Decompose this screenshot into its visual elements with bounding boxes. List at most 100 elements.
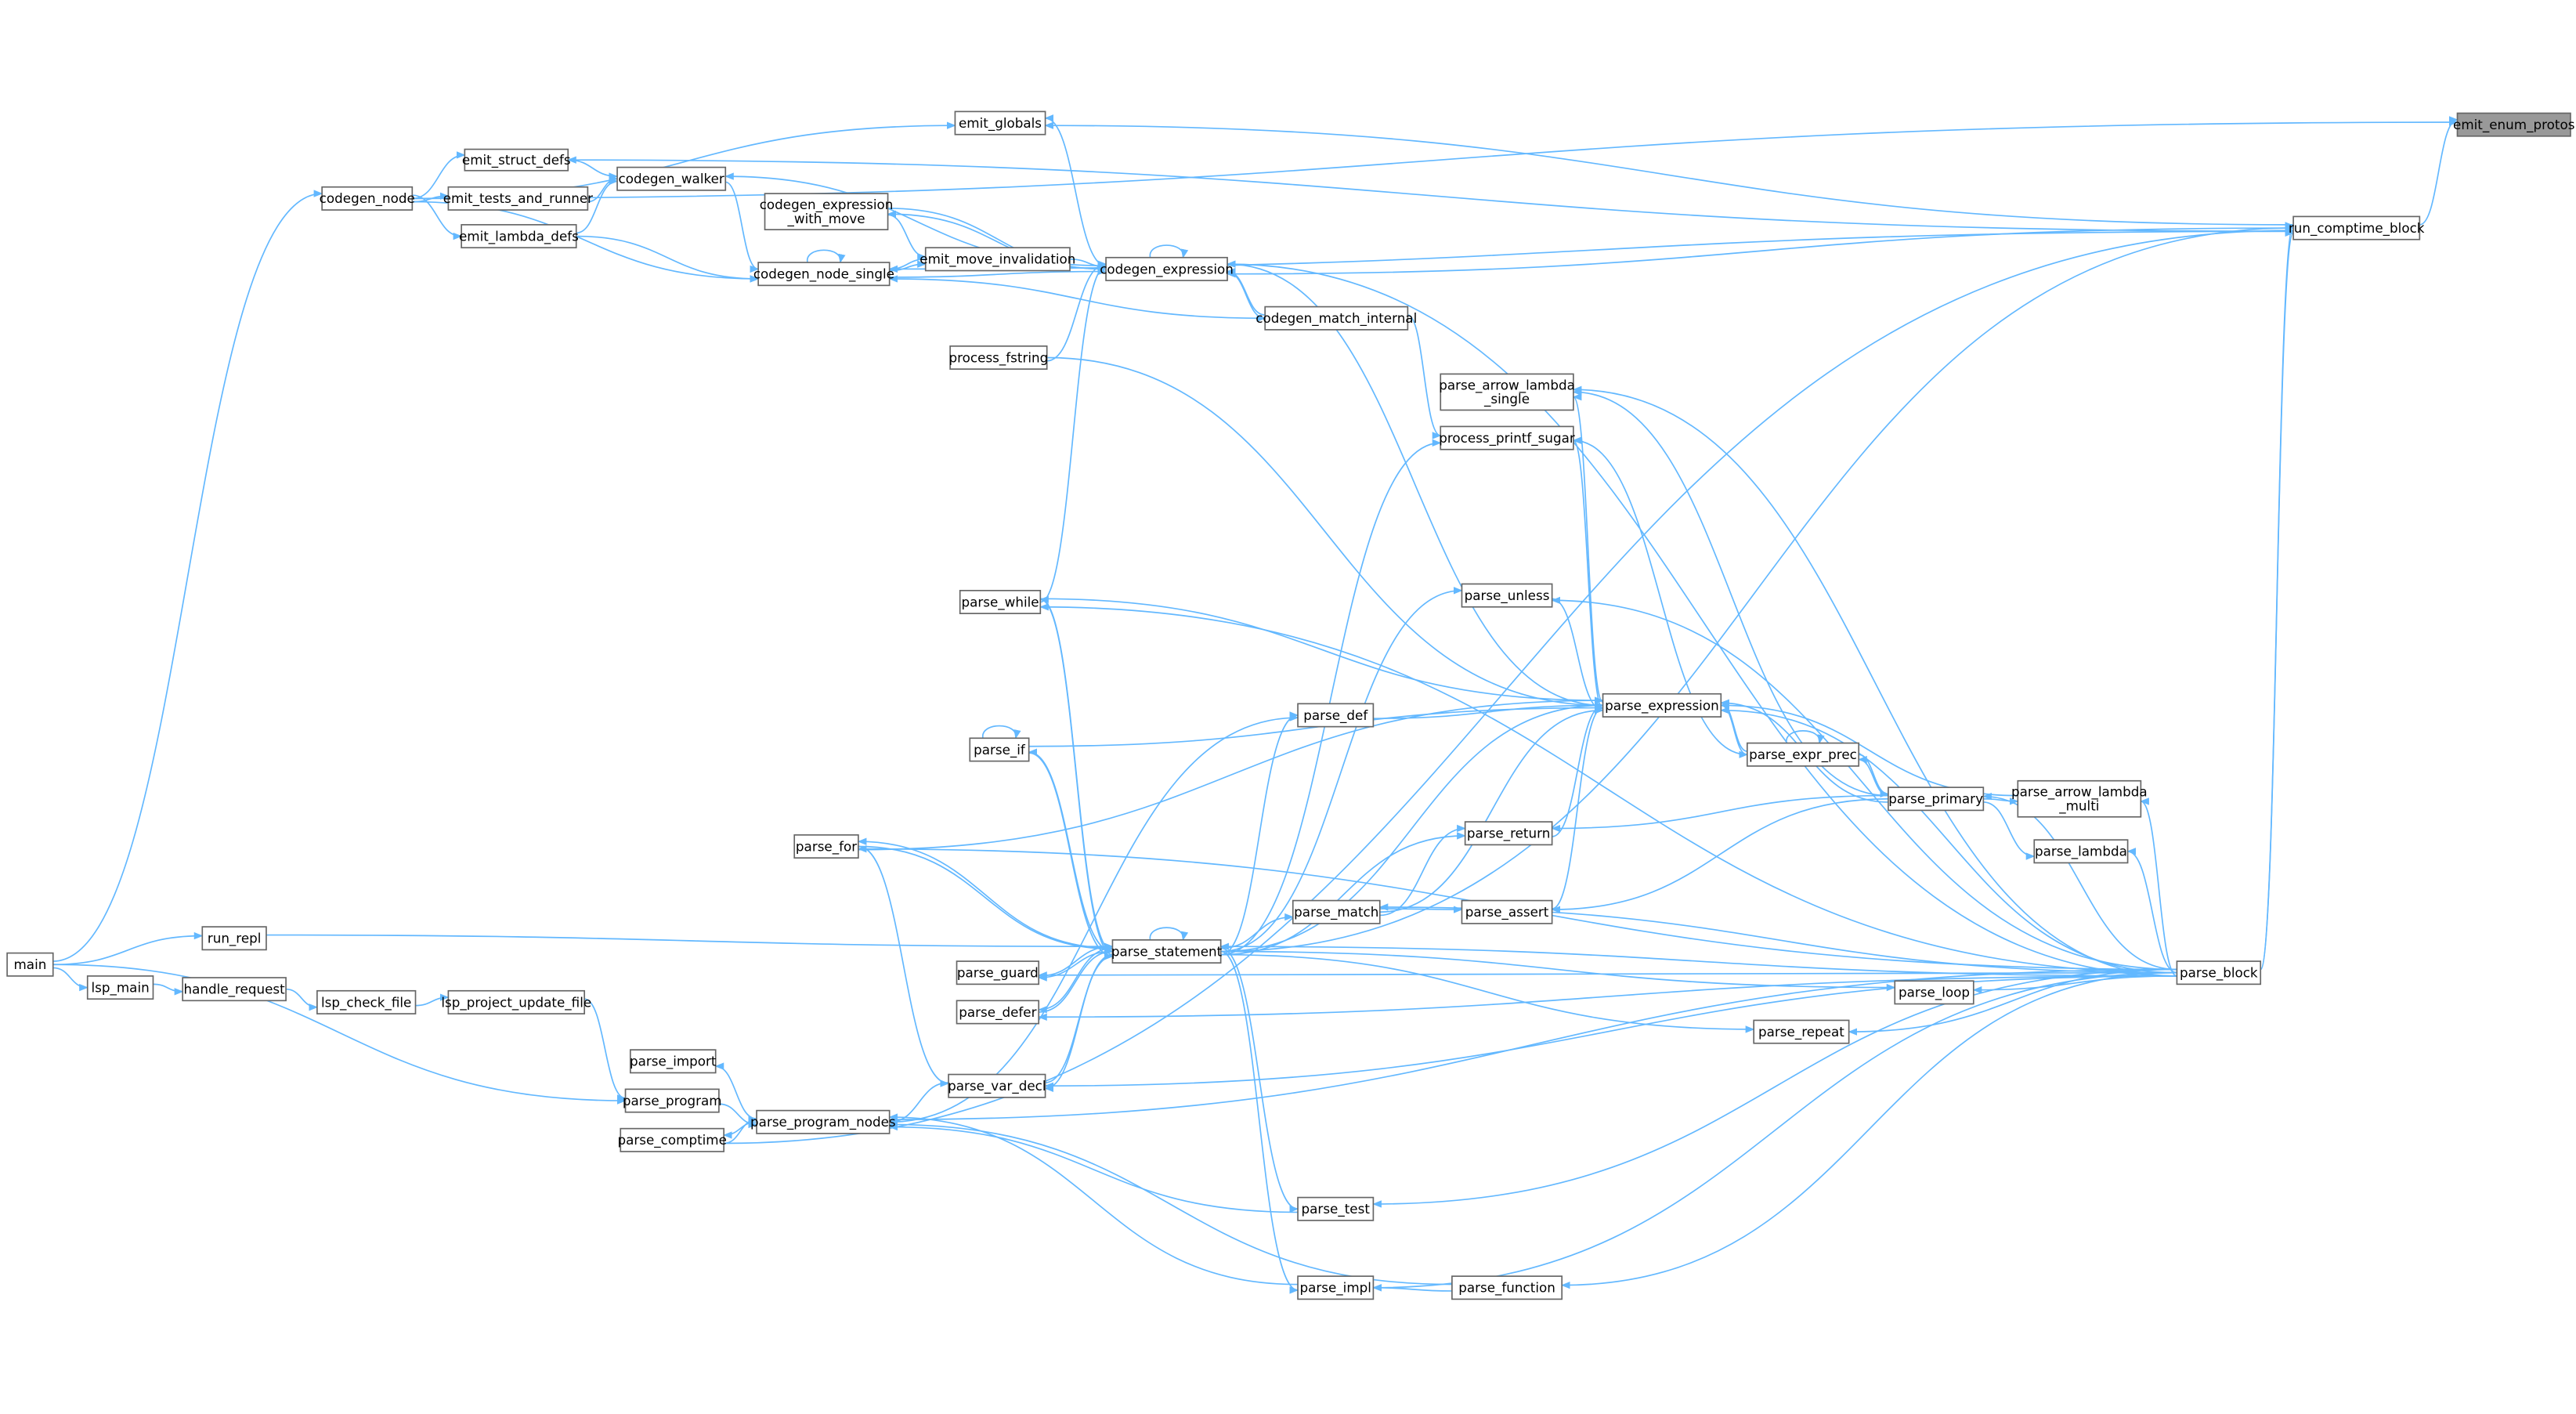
node-parse-impl[interactable]: parse_impl [1297,1275,1375,1300]
edge-lsp_project_update_file-to-parse_program [583,998,627,1102]
node-run-comptime-block[interactable]: run_comptime_block [2289,215,2425,240]
node-box [2292,215,2421,240]
node-parse-match[interactable]: parse_match [1292,899,1381,924]
node-parse-primary[interactable]: parse_primary [1888,787,1985,812]
node-label: codegen_walker [619,171,724,187]
edge-parse_expr_prec-to-process_printf_sugar [1572,436,1747,756]
edge-handle_request-to-lsp_check_file [286,988,319,1011]
edge-run_repl-to-parse_statement [266,934,1114,950]
edge-parse_statement-to-parse_test [1220,947,1299,1213]
node-box [959,589,1042,614]
node-emit-lambda-defs[interactable]: emit_lambda_defs [459,224,579,249]
node-box [316,989,417,1014]
edge-run_comptime_block-to-emit_struct_defs [567,156,2294,233]
node-parse-comptime[interactable]: parse_comptime [617,1127,727,1152]
node-codegen-expression-with-move[interactable]: codegen_expression_with_move [760,193,894,230]
node-parse-lambda[interactable]: parse_lambda [2033,839,2129,864]
node-lsp-main[interactable]: lsp_main [86,975,154,1000]
node-parse-return[interactable]: parse_return [1464,821,1553,846]
node-box [464,148,569,172]
node-parse-if[interactable]: parse_if [969,737,1030,762]
node-run-repl[interactable]: run_repl [201,926,267,951]
node-parse-arrow-lambda-multi[interactable]: parse_arrow_lambda_multi [2011,779,2148,818]
edge-parse_statement-to-parse_statement [1149,927,1189,941]
node-parse-expr-prec[interactable]: parse_expr_prec [1746,742,1860,767]
node-parse-block[interactable]: parse_block [2176,960,2262,985]
node-parse-arrow-lambda-single[interactable]: parse_arrow_lambda_single [1439,373,1575,411]
edge-parse_block-to-parse_defer [1038,975,2177,1021]
node-label: emit_tests_and_runner [443,190,593,207]
node-parse-statement[interactable]: parse_statement [1111,939,1223,964]
node-label: parse_loop [1899,985,1970,1001]
node-parse-for[interactable]: parse_for [793,834,859,859]
edge-codegen_expression_with_move-to-emit_move_invalidation [887,214,927,261]
node-label: run_repl [208,931,262,947]
node-label: codegen_expression [760,197,894,213]
node-box [461,224,577,249]
edge-parse_match-to-parse_return [1379,824,1466,917]
node-emit-move-invalidation[interactable]: emit_move_invalidation [919,247,1075,272]
node-parse-repeat[interactable]: parse_repeat [1753,1019,1850,1044]
node-emit-enum-protos[interactable]: emit_enum_protos [2453,112,2574,137]
node-parse-expression[interactable]: parse_expression [1602,693,1722,718]
edge-parse_block-to-parse_while [1039,603,2177,974]
edge-parse_unless-to-parse_expression [1552,598,1604,714]
node-codegen-match-internal[interactable]: codegen_match_internal [1255,306,1417,331]
edge-parse_statement-to-parse_impl [1220,950,1299,1294]
edge-codegen_match_internal-to-process_printf_sugar [1407,314,1442,439]
node-parse-test[interactable]: parse_test [1297,1196,1375,1221]
edge-parse_test-to-parse_program_nodes [888,1123,1299,1213]
node-box [86,975,154,1000]
node-lsp-check-file[interactable]: lsp_check_file [316,989,417,1014]
edge-main-to-lsp_main [52,967,89,992]
node-label: run_comptime_block [2289,220,2425,237]
node-box [1111,939,1222,964]
node-codegen-node-single[interactable]: codegen_node_single [753,262,894,287]
node-codegen-walker[interactable]: codegen_walker [616,166,727,191]
node-parse-var-decl[interactable]: parse_var_decl [948,1073,1046,1098]
node-label: _multi [2058,798,2099,815]
node-lsp-project-update-file[interactable]: lsp_project_update_file [441,989,591,1014]
node-parse-program[interactable]: parse_program [623,1088,722,1113]
node-box [1461,899,1553,924]
node-parse-assert[interactable]: parse_assert [1461,899,1553,924]
node-box [447,989,586,1014]
node-emit-globals[interactable]: emit_globals [954,110,1046,136]
node-parse-defer[interactable]: parse_defer [956,1000,1040,1025]
node-parse-guard[interactable]: parse_guard [956,960,1040,985]
node-emit-tests-and-runner[interactable]: emit_tests_and_runner [443,186,593,211]
node-label: process_printf_sugar [1439,430,1575,447]
node-label: parse_defer [959,1004,1036,1021]
node-process-fstring[interactable]: process_fstring [949,345,1049,370]
node-emit-struct-defs[interactable]: emit_struct_defs [462,148,571,172]
node-parse-import[interactable]: parse_import [629,1049,717,1074]
edge-run_comptime_block-to-emit_enum_protos [2419,116,2459,226]
node-parse-loop[interactable]: parse_loop [1894,980,1974,1005]
node-codegen-node[interactable]: codegen_node [320,186,415,211]
node-label: parse_primary [1888,791,1983,808]
node-label: parse_arrow_lambda [2011,784,2148,801]
node-parse-program-nodes[interactable]: parse_program_nodes [750,1109,896,1134]
node-label: main [13,957,46,972]
edge-parse_expression-to-parse_arrow_lambda_single [1572,393,1604,703]
edge-codegen_node-to-emit_lambda_defs [412,194,463,240]
node-handle-request[interactable]: handle_request [182,977,287,1002]
node-label: parse_impl [1299,1280,1371,1296]
edge-parse_block-to-parse_var_decl [1044,975,2177,1090]
node-parse-unless[interactable]: parse_unless [1461,583,1553,608]
node-box [1753,1019,1850,1044]
edge-parse_assert-to-parse_expression [1552,703,1604,910]
node-box [1894,980,1974,1005]
edge-parse_match-to-parse_assert [1379,906,1463,913]
node-main[interactable]: main [6,952,54,977]
edge-parse_while-to-parse_expression [1040,598,1604,704]
edge-parse_expression-to-process_printf_sugar [1572,436,1604,710]
node-box [1297,1196,1375,1221]
node-codegen-expression[interactable]: codegen_expression [1100,256,1234,281]
node-parse-function[interactable]: parse_function [1451,1275,1563,1300]
edge-parse_statement-to-parse_unless [1220,587,1463,953]
node-label: parse_block [2180,965,2258,982]
node-parse-def[interactable]: parse_def [1297,703,1375,728]
node-parse-while[interactable]: parse_while [959,589,1042,614]
node-process-printf-sugar[interactable]: process_printf_sugar [1439,425,1575,450]
